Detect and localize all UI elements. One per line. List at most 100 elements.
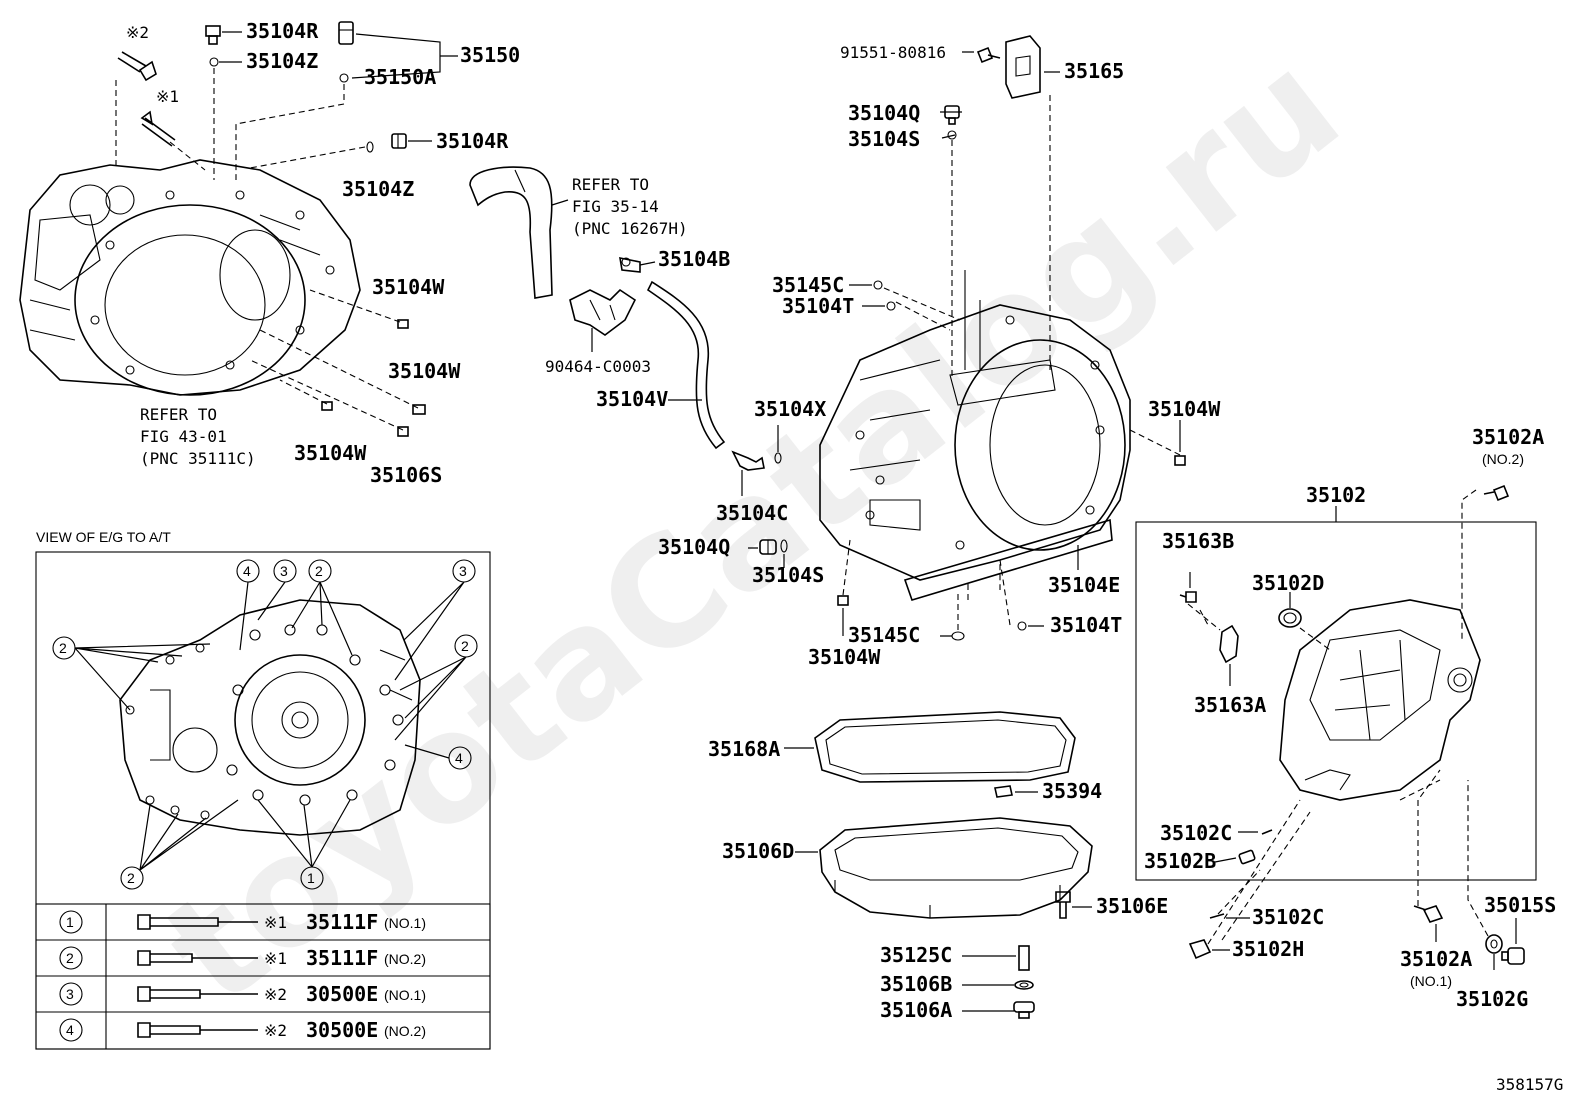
svg-text:2: 2 [461,638,469,654]
gasket-icon [1485,934,1503,954]
svg-text:35111F: 35111F [306,946,378,970]
o-ring-icon [209,57,219,67]
oil-pan-gasket [814,711,1076,783]
pin-icon [1209,913,1225,919]
oil-pan [819,817,1093,919]
svg-text:※1: ※1 [264,949,287,968]
callout-note: (NO.1) [1410,973,1452,989]
plug-icon [1238,849,1256,865]
bolt-table [35,903,491,1050]
callout-35104E: 35104E [1048,573,1120,597]
table-row: 1 ※1 35111F (NO.1) [59,910,426,934]
bolt-icon [1483,484,1510,502]
inset-marker: 4 [236,559,260,583]
reference-note: FIG 35-14 [572,197,659,216]
pin-icon [837,595,849,606]
callout-35104W: 35104W [372,275,445,299]
callout-35104Q: 35104Q [658,535,730,559]
inset-marker: 3 [452,559,476,583]
svg-text:2: 2 [127,870,135,886]
bolt-icon [1413,905,1444,923]
callout-35394: 35394 [1042,779,1102,803]
callout-35125C: 35125C [880,943,952,967]
svg-text:3: 3 [280,563,288,579]
table-row: 2 ※1 35111F (NO.2) [59,946,426,970]
callout-35145C: 35145C [772,273,844,297]
plug-icon [944,105,960,125]
callout-35165: 35165 [1064,59,1124,83]
plug-icon [759,539,777,555]
svg-text:2: 2 [315,563,323,579]
o-ring-icon [951,631,965,641]
pin-icon [1174,455,1186,466]
inset-transaxle [119,599,421,836]
tube-icon [1018,945,1030,971]
table-row: 4 ※2 30500E (NO.2) [59,1018,426,1042]
reference-note: (PNC 35111C) [140,449,256,468]
callout-35102A: 35102A [1472,425,1544,449]
plug-icon [1188,939,1212,960]
inset-title: VIEW OF E/G TO A/T [36,529,171,545]
bolt-icon [1179,591,1197,603]
callout-90464-C0003: 90464-C0003 [545,357,651,376]
bracket-icon [1219,624,1239,664]
bolt-icon [976,46,1001,64]
o-ring-icon [947,130,957,140]
callout-35102B: 35102B [1144,849,1216,873]
callout-91551-80816: 91551-80816 [840,43,946,62]
union-icon [731,450,765,471]
svg-text:3: 3 [459,563,467,579]
svg-text:4: 4 [243,563,251,579]
callout-35106S: 35106S [370,463,442,487]
svg-text:1: 1 [307,870,315,886]
callout-35104W: 35104W [294,441,367,465]
callout-35150A: 35150A [364,65,436,89]
svg-text:30500E: 30500E [306,1018,378,1042]
svg-text:(NO.1): (NO.1) [384,915,426,931]
callout-35104B: 35104B [658,247,730,271]
callout-35104V: 35104V [596,387,668,411]
inset-marker: 2 [52,636,76,660]
callout-35106D: 35106D [722,839,794,863]
callout-star1: ※1 [156,87,179,106]
svg-text:(NO.2): (NO.2) [384,951,426,967]
plug-icon [205,25,221,45]
callout-35104T: 35104T [782,294,854,318]
transfer-case-cover [1279,599,1481,801]
callout-35106A: 35106A [880,998,952,1022]
svg-text:※1: ※1 [264,913,287,932]
pin-icon [321,401,333,411]
o-ring-icon [339,73,349,83]
callout-35104C: 35104C [716,501,788,525]
pin-icon [412,404,426,415]
callout-35104W: 35104W [1148,397,1221,421]
reference-note: REFER TO [572,175,649,194]
inset-marker: 2 [308,559,332,583]
reference-note: REFER TO [140,405,217,424]
plug-icon [391,133,407,149]
gasket-icon [1014,980,1034,990]
callout-35106E: 35106E [1096,894,1168,918]
callout-35150: 35150 [460,43,520,67]
callout-35102: 35102 [1306,483,1366,507]
breather-hose-icon [646,280,726,450]
callout-35104Z: 35104Z [342,177,414,201]
callout-35104X: 35104X [754,397,826,421]
bolt-icon [1055,891,1071,919]
callout-star2: ※2 [126,23,149,42]
callout-35102D: 35102D [1252,571,1324,595]
svg-text:1: 1 [66,914,74,930]
svg-text:※2: ※2 [264,985,287,1004]
pin-icon [397,426,409,437]
callout-35102H: 35102H [1232,937,1304,961]
svg-text:35111F: 35111F [306,910,378,934]
callout-35163B: 35163B [1162,529,1234,553]
callout-35102C: 35102C [1252,905,1324,929]
svg-text:2: 2 [59,640,67,656]
table-row: 3 ※2 30500E (NO.1) [59,982,426,1006]
callout-35015S: 35015S [1484,893,1556,917]
callout-35102G: 35102G [1456,987,1528,1011]
callout-35104S: 35104S [752,563,824,587]
callout-35104T: 35104T [1050,613,1122,637]
